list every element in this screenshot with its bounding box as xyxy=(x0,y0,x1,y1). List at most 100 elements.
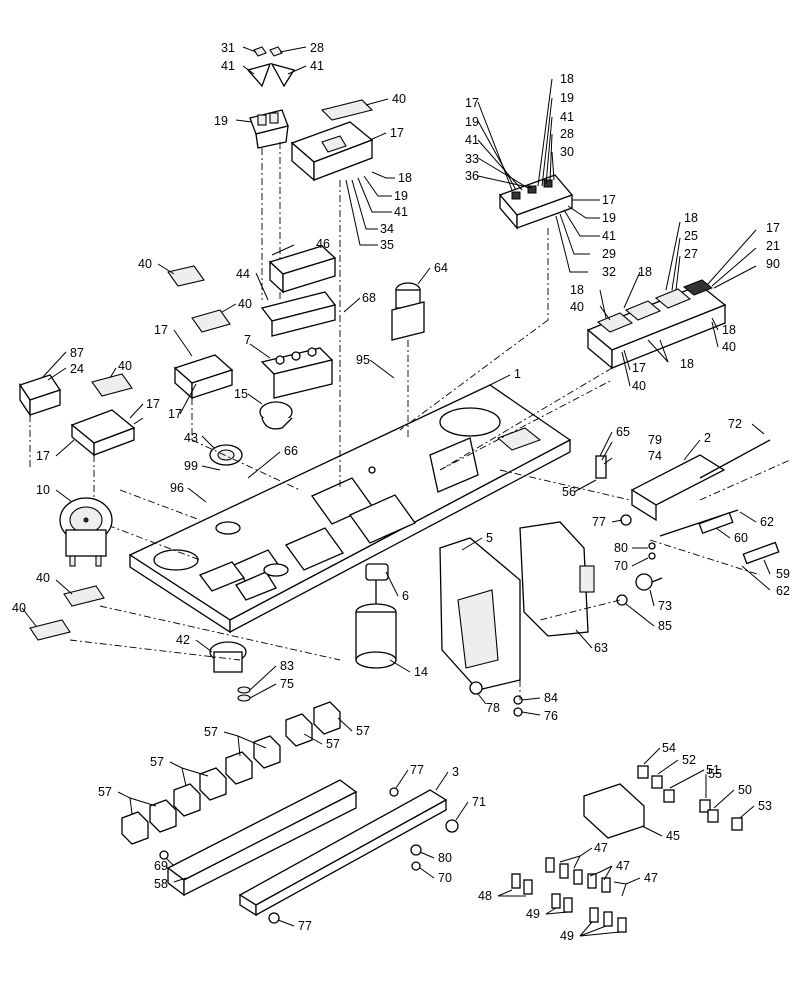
connector-modules xyxy=(260,245,337,399)
cap-and-buzzer xyxy=(209,401,293,466)
callout: 25 xyxy=(684,229,698,243)
callout: 75 xyxy=(280,677,294,691)
callout: 57 xyxy=(204,725,218,739)
callout: 5 xyxy=(486,531,493,545)
right-switch-bank xyxy=(399,174,574,431)
callout: 57 xyxy=(326,737,340,751)
callout: 40 xyxy=(138,257,152,271)
callout: 52 xyxy=(682,753,696,767)
callout: 41 xyxy=(394,205,408,219)
callout: 73 xyxy=(658,599,672,613)
callout: 62 xyxy=(760,515,774,529)
callout: 15 xyxy=(234,387,248,401)
callout: 47 xyxy=(594,841,608,855)
bracket-and-box xyxy=(439,521,595,717)
callout: 44 xyxy=(236,267,250,281)
callout: 7 xyxy=(244,333,251,347)
callout: 80 xyxy=(438,851,452,865)
callout: 58 xyxy=(154,877,168,891)
callout: 18 xyxy=(560,72,574,86)
callout: 17 xyxy=(766,221,780,235)
callout: 70 xyxy=(438,871,452,885)
callout: 17 xyxy=(602,193,616,207)
callout: 40 xyxy=(36,571,50,585)
callout: 64 xyxy=(434,261,448,275)
callout: 78 xyxy=(486,701,500,715)
callout: 28 xyxy=(310,41,324,55)
callout: 40 xyxy=(722,340,736,354)
callout: 46 xyxy=(316,237,330,251)
callout: 66 xyxy=(284,444,298,458)
callout: 59 xyxy=(776,567,790,581)
callout: 41 xyxy=(602,229,616,243)
callout: 40 xyxy=(238,297,252,311)
callout: 21 xyxy=(766,239,780,253)
callout: 19 xyxy=(214,114,228,128)
callout: 90 xyxy=(766,257,780,271)
callout: 3 xyxy=(452,765,459,779)
callout: 24 xyxy=(70,362,84,376)
callout: 80 xyxy=(614,541,628,555)
callout: 43 xyxy=(184,431,198,445)
hour-meter-gauge xyxy=(59,497,113,567)
callout: 36 xyxy=(465,169,479,183)
terminal-clusters xyxy=(511,857,627,933)
toggle-switch-assembly xyxy=(246,46,296,300)
right-lower-switch-bank xyxy=(439,279,727,471)
callout: 40 xyxy=(570,300,584,314)
callout: 65 xyxy=(616,425,630,439)
callout: 17 xyxy=(146,397,160,411)
resistor-bracket xyxy=(595,439,780,606)
ignition-switch xyxy=(355,563,397,669)
callout: 19 xyxy=(602,211,616,225)
callout: 17 xyxy=(465,96,479,110)
callout: 41 xyxy=(560,110,574,124)
callout: 68 xyxy=(362,291,376,305)
socket-42 xyxy=(209,641,251,702)
callout: 40 xyxy=(392,92,406,106)
callout: 47 xyxy=(616,859,630,873)
callout: 95 xyxy=(356,353,370,367)
relay-64 xyxy=(391,282,425,440)
callout: 54 xyxy=(662,741,676,755)
fuses-and-block xyxy=(583,765,743,839)
callout: 41 xyxy=(465,133,479,147)
callout: 18 xyxy=(570,283,584,297)
callout: 45 xyxy=(666,829,680,843)
callout: 53 xyxy=(758,799,772,813)
callout: 72 xyxy=(728,417,742,431)
leader-lines xyxy=(21,46,771,937)
callout: 51 xyxy=(706,763,720,777)
callout: 14 xyxy=(414,665,428,679)
callout: 42 xyxy=(176,633,190,647)
callout: 41 xyxy=(221,59,235,73)
callout: 40 xyxy=(118,359,132,373)
callout: 18 xyxy=(680,357,694,371)
callout: 69 xyxy=(154,859,168,873)
callout: 85 xyxy=(658,619,672,633)
callout: 84 xyxy=(544,691,558,705)
callout: 40 xyxy=(12,601,26,615)
callout: 83 xyxy=(280,659,294,673)
lower-left-lenses xyxy=(29,585,105,641)
callout: 17 xyxy=(168,407,182,421)
callout: 63 xyxy=(594,641,608,655)
callout: 6 xyxy=(402,589,409,603)
callout: 47 xyxy=(644,871,658,885)
callout: 18 xyxy=(722,323,736,337)
callout: 49 xyxy=(526,907,540,921)
callout: 32 xyxy=(602,265,616,279)
upper-switch-housing xyxy=(290,99,374,490)
callout: 49 xyxy=(560,929,574,943)
callout: 77 xyxy=(298,919,312,933)
callout: 19 xyxy=(560,91,574,105)
callout: 41 xyxy=(310,59,324,73)
main-panel xyxy=(128,384,572,634)
alignment-lines xyxy=(29,379,791,700)
callout: 17 xyxy=(36,449,50,463)
callout: 56 xyxy=(562,485,576,499)
callout: 70 xyxy=(614,559,628,573)
callout: 48 xyxy=(478,889,492,903)
callout: 62 xyxy=(776,584,790,598)
callout: 77 xyxy=(592,515,606,529)
